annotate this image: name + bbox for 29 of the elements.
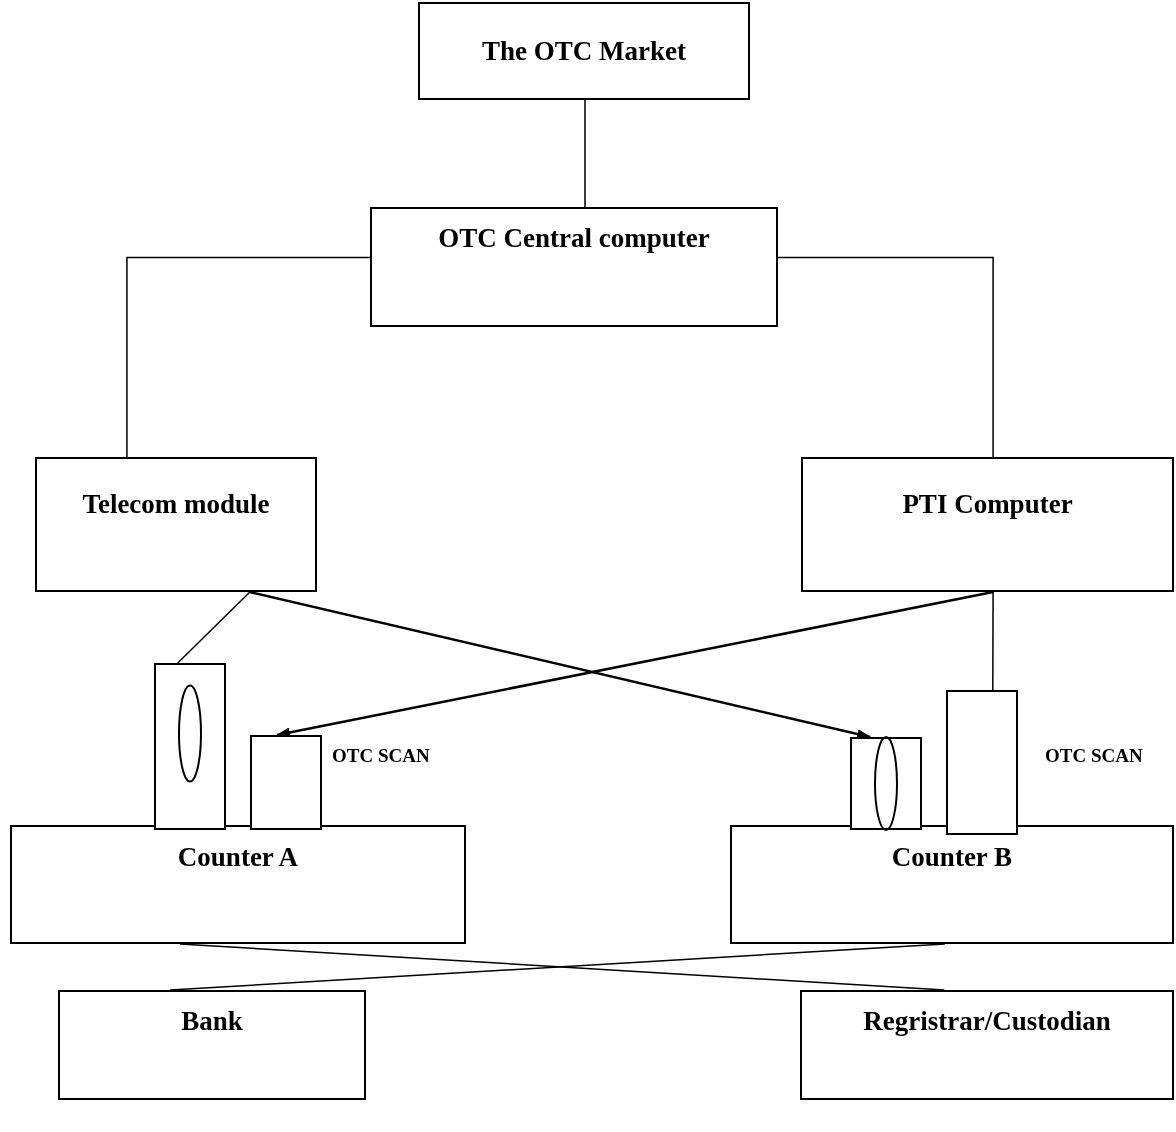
arrow: [249, 590, 872, 739]
box-label: Counter B: [891, 842, 1013, 873]
box-label: PTI Computer: [902, 489, 1073, 520]
device-box: [250, 735, 322, 830]
box-label: Counter A: [177, 842, 299, 873]
device-box: [946, 690, 1018, 835]
connector-line: [177, 591, 251, 664]
connector-line: [584, 99, 586, 208]
box-label: OTC Central computer: [438, 223, 710, 254]
process-box: [801, 457, 1174, 592]
device-box: [154, 663, 226, 830]
box-label: The OTC Market: [482, 36, 686, 67]
process-box: [370, 207, 778, 327]
box-label: Regristrar/Custodian: [863, 1006, 1111, 1037]
process-box: [418, 2, 750, 100]
process-box: [730, 825, 1174, 944]
device-label: OTC SCAN: [332, 745, 430, 767]
box-label: Bank: [181, 1006, 243, 1037]
process-box: [35, 457, 317, 592]
process-box: [58, 990, 366, 1100]
box-label: Telecom module: [82, 489, 270, 520]
connector-line: [126, 256, 371, 458]
device-label: OTC SCAN: [1045, 745, 1143, 767]
device-box: [850, 737, 922, 830]
connector-line: [777, 256, 994, 458]
process-box: [10, 825, 466, 944]
arrow: [276, 590, 994, 738]
process-box: [800, 990, 1174, 1100]
connector-line: [992, 591, 994, 691]
